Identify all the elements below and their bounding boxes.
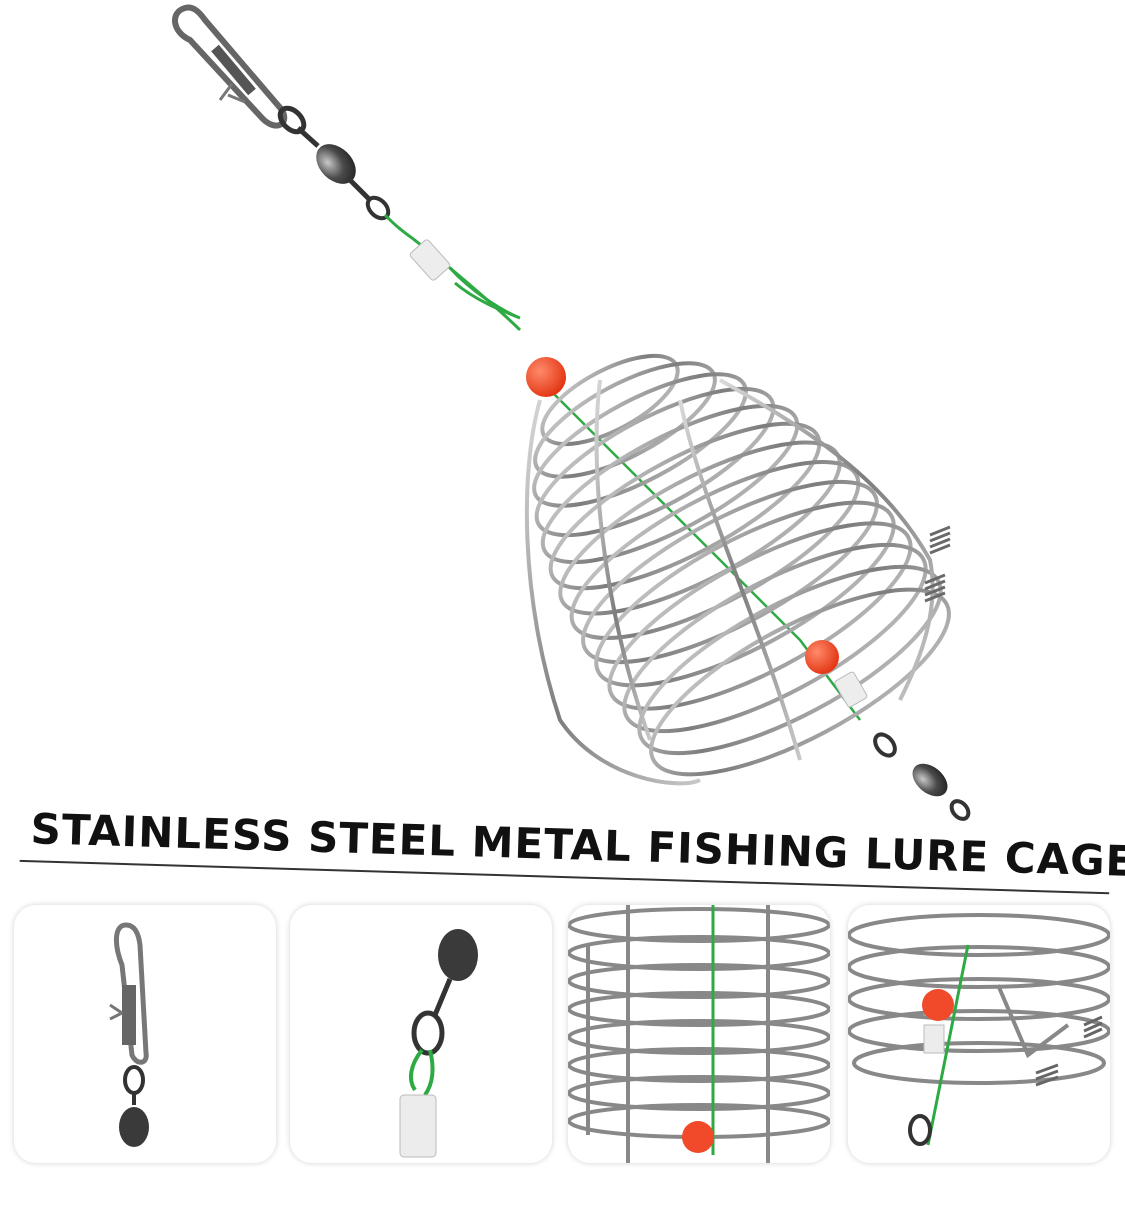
product-hero-image (172, 4, 971, 821)
inner-bead-icon (805, 640, 839, 674)
thumbnail-snap-clip[interactable] (14, 905, 276, 1163)
cage-coil-icon (568, 905, 830, 1163)
spring-icon (924, 525, 951, 603)
cage-bottom-icon (848, 913, 1110, 1146)
bead-icon (526, 357, 566, 397)
thumbnail-cage-bottom[interactable] (848, 905, 1110, 1163)
lower-swivel-icon (873, 732, 971, 821)
swivel-icon (399, 929, 478, 1158)
thumbnail-cage-coil[interactable] (568, 905, 830, 1163)
thumbnail-swivel[interactable] (290, 905, 552, 1163)
snap-clip-icon (109, 922, 149, 1147)
snap-clip-icon (172, 4, 288, 129)
swivel-icon (277, 105, 391, 221)
cage-icon (524, 353, 951, 786)
